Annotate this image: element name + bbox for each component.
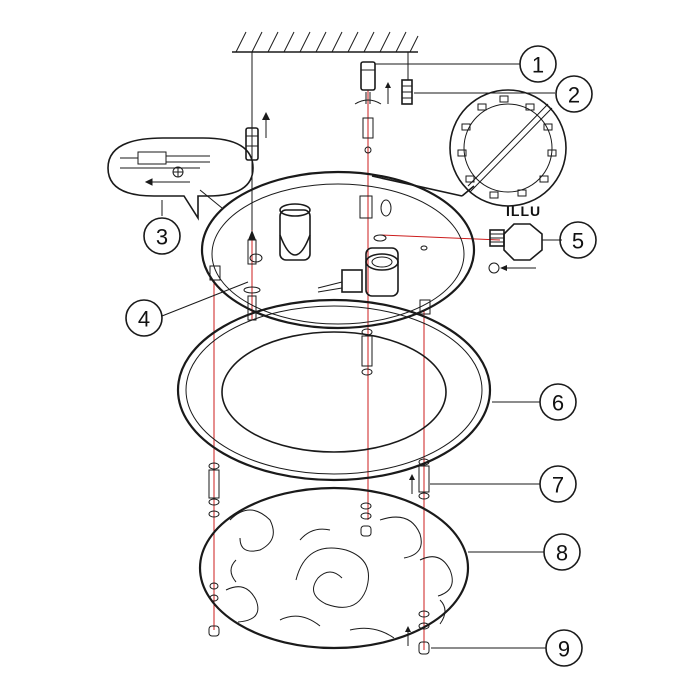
bulb-label: ILLU: [506, 203, 541, 219]
screw-part: [385, 79, 555, 105]
wiring-inset: [107, 137, 254, 221]
guide-lines: [213, 90, 501, 650]
anchor-plug-part: [354, 61, 520, 154]
svg-text:8: 8: [556, 541, 568, 566]
leader-4: [161, 281, 249, 317]
svg-text:3: 3: [156, 225, 168, 250]
ring-detail: [371, 89, 567, 207]
callout-4: 4: [125, 299, 163, 337]
svg-text:7: 7: [552, 473, 564, 498]
callout-6: 6: [539, 383, 577, 421]
left-bolt: [243, 127, 261, 321]
diffuser-ring: [176, 298, 492, 482]
svg-text:4: 4: [138, 307, 150, 332]
callout-7: 7: [539, 465, 577, 503]
callout-1: 1: [519, 45, 557, 83]
ceiling: [232, 31, 419, 53]
cap-nuts: [405, 610, 546, 655]
hanging-lines: [251, 52, 409, 320]
up-arrow: [262, 112, 270, 138]
svg-text:6: 6: [552, 391, 564, 416]
callout-9: 9: [545, 629, 583, 667]
svg-text:1: 1: [532, 53, 544, 78]
bulb-part: [488, 223, 562, 274]
inset-leader: [199, 189, 223, 209]
callout-3: 3: [143, 217, 181, 255]
svg-text:9: 9: [558, 637, 570, 662]
callout-2: 2: [555, 75, 593, 113]
callout-8: 8: [543, 533, 581, 571]
svg-text:2: 2: [568, 83, 580, 108]
spacer-bolts: [208, 458, 540, 518]
svg-text:5: 5: [572, 229, 584, 254]
canopy-base: [200, 170, 476, 330]
callout-5: 5: [559, 221, 597, 259]
glass-shade: [198, 486, 470, 650]
